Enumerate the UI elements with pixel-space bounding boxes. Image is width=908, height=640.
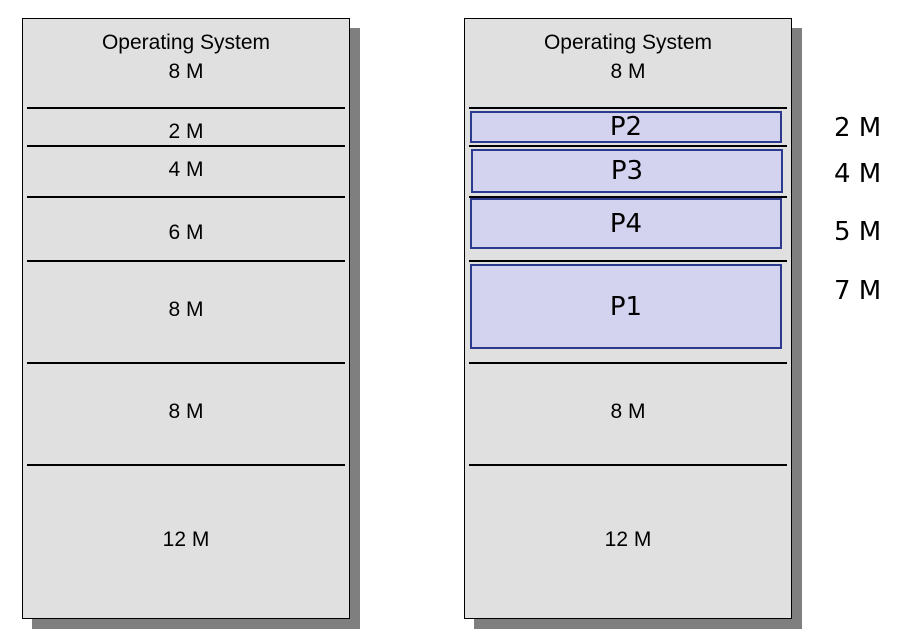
left-partition-3: 6 M bbox=[168, 221, 204, 244]
right-free-partition-2: 12 M bbox=[604, 528, 652, 551]
left-partition-1: 2 M bbox=[168, 120, 204, 143]
left-os-title: Operating System bbox=[101, 31, 271, 54]
right-divider bbox=[469, 260, 787, 262]
left-partition-2: 4 M bbox=[168, 158, 204, 181]
left-divider bbox=[27, 145, 345, 147]
process-size-p1: 7 M bbox=[834, 276, 882, 306]
process-block-p1: P1 bbox=[470, 264, 782, 349]
left-partition-4: 8 M bbox=[168, 298, 204, 321]
process-size-p2: 2 M bbox=[834, 113, 882, 143]
left-divider bbox=[27, 107, 345, 109]
process-block-p3: P3 bbox=[471, 149, 783, 193]
process-size-p4: 5 M bbox=[834, 217, 882, 247]
right-os-title: Operating System bbox=[543, 31, 713, 54]
right-os-size: 8 M bbox=[610, 60, 646, 83]
left-os-size: 8 M bbox=[168, 60, 204, 83]
left-divider bbox=[27, 362, 345, 364]
left-divider bbox=[27, 464, 345, 466]
right-divider bbox=[469, 464, 787, 466]
process-block-p2: P2 bbox=[470, 111, 782, 143]
process-block-p4: P4 bbox=[470, 198, 782, 249]
left-memory-layout: Operating System 8 M 2 M 4 M 6 M 8 M 8 M… bbox=[22, 18, 350, 619]
right-divider bbox=[469, 196, 787, 198]
left-partition-5: 8 M bbox=[168, 400, 204, 423]
left-partition-6: 12 M bbox=[162, 528, 210, 551]
right-divider bbox=[469, 107, 787, 109]
right-memory-layout: Operating System 8 M P2 P3 P4 P1 8 M 12 … bbox=[464, 18, 792, 619]
right-divider bbox=[469, 362, 787, 364]
process-size-p3: 4 M bbox=[834, 159, 882, 189]
left-divider bbox=[27, 260, 345, 262]
left-divider bbox=[27, 196, 345, 198]
right-free-partition-1: 8 M bbox=[610, 400, 646, 423]
right-divider bbox=[469, 145, 787, 147]
